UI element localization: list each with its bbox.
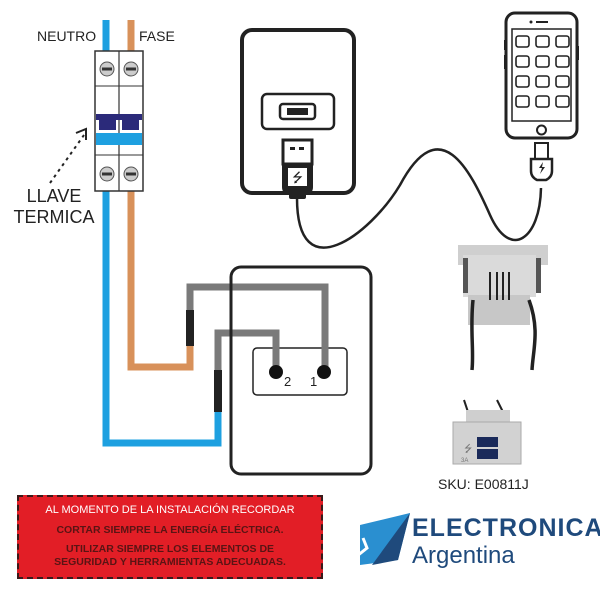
thermal-breaker bbox=[94, 50, 144, 192]
breaker-label-line1: LLAVE bbox=[26, 186, 82, 206]
warning-line-1: CORTAR SIEMPRE LA ENERGÍA ELÉCTRICA. bbox=[56, 524, 284, 536]
breaker-label: LLAVE TERMICA bbox=[11, 186, 97, 228]
usb-plug-icon: ⭍ bbox=[281, 138, 314, 199]
module-photo-back bbox=[458, 245, 548, 371]
warning-line-2b: SEGURIDAD Y HERRAMIENTAS ADECUADAS. bbox=[54, 556, 286, 568]
screw-icon bbox=[99, 61, 139, 182]
app-icon bbox=[555, 95, 570, 108]
lightning-plug-icon bbox=[529, 142, 554, 182]
phase-label: FASE bbox=[139, 28, 175, 44]
brand-subtitle: Argentina bbox=[412, 542, 515, 569]
app-icon bbox=[515, 35, 530, 48]
terminal-1 bbox=[317, 365, 331, 379]
app-icon bbox=[555, 75, 570, 88]
breaker-label-line2: TERMICA bbox=[13, 207, 95, 227]
usb-symbol-icon: ⭍ bbox=[464, 443, 472, 455]
terminal-2 bbox=[269, 365, 283, 379]
pointer-arrow-icon bbox=[49, 127, 87, 184]
safety-warning-box: AL MOMENTO DE LA INSTALACIÓN RECORDAR CO… bbox=[17, 495, 323, 579]
svg-text:⭍: ⭍ bbox=[292, 171, 303, 186]
warning-line-2a: UTILIZAR SIEMPRE LOS ELEMENTOS DE bbox=[65, 543, 275, 555]
terminal-2-label: 2 bbox=[284, 374, 291, 389]
phase-wire bbox=[127, 20, 194, 371]
terminal-1-label: 1 bbox=[310, 374, 317, 389]
app-icon bbox=[535, 35, 550, 48]
usb-cable bbox=[295, 148, 543, 249]
wire-insulation-1 bbox=[186, 310, 194, 346]
brand-logo-icon bbox=[351, 513, 410, 565]
smartphone-icon bbox=[504, 11, 579, 140]
warning-title: AL MOMENTO DE LA INSTALACIÓN RECORDAR bbox=[45, 504, 295, 516]
app-icon bbox=[555, 35, 570, 48]
app-icon bbox=[515, 75, 530, 88]
warning-line-2: UTILIZAR SIEMPRE LOS ELEMENTOS DE SEGURI… bbox=[19, 543, 321, 569]
app-icon bbox=[515, 95, 530, 108]
brand-logo: ELECTRONICA Argentina bbox=[347, 510, 600, 580]
app-icon bbox=[535, 95, 550, 108]
app-icon bbox=[535, 75, 550, 88]
module-rating: 3A bbox=[461, 458, 468, 464]
sku-label: SKU: E00811J bbox=[438, 476, 529, 492]
app-icon bbox=[555, 55, 570, 68]
app-icon bbox=[515, 55, 530, 68]
module-photo-front: ⭍ 3A bbox=[452, 399, 522, 465]
socket-wall-plate bbox=[229, 265, 373, 476]
wire-insulation-2 bbox=[214, 370, 222, 412]
usb-wall-plate bbox=[240, 28, 356, 195]
neutral-wire bbox=[102, 20, 222, 447]
app-icon bbox=[535, 55, 550, 68]
brand-name: ELECTRONICA bbox=[412, 514, 600, 542]
neutral-label: NEUTRO bbox=[37, 28, 97, 44]
